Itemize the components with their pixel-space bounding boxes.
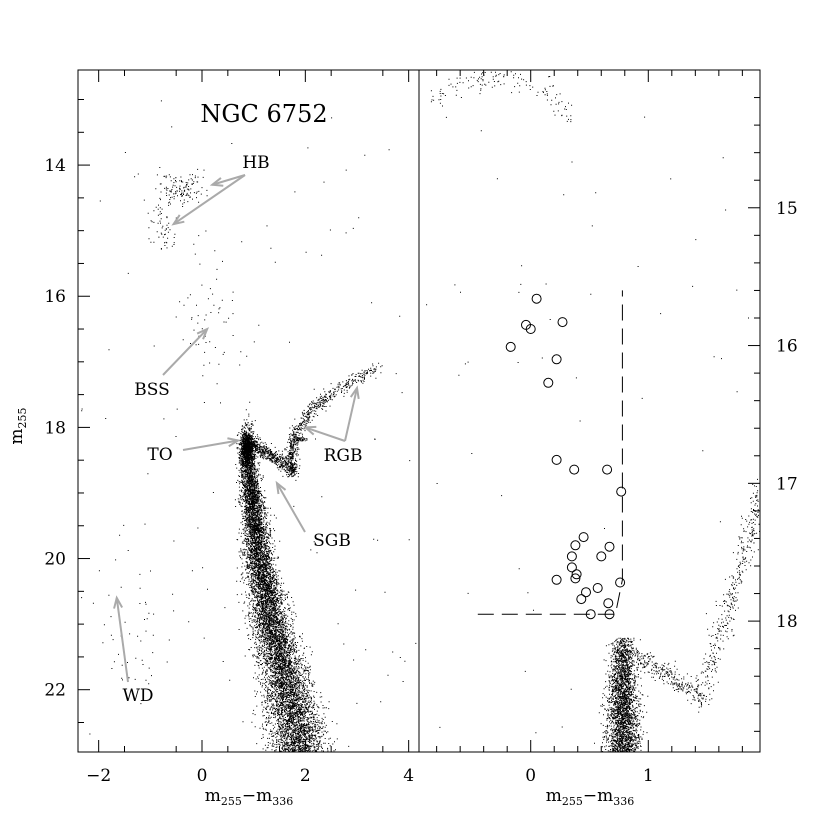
left-ytick-label: 22: [44, 681, 66, 701]
annotation-layer: [113, 174, 360, 683]
open-circle: [531, 293, 542, 304]
arrow-wd-head: [113, 595, 124, 609]
open-circle: [603, 598, 614, 609]
arrow-hb: [173, 174, 246, 225]
open-circle: [570, 573, 581, 584]
arrow-rgb-head: [349, 385, 360, 400]
left-ytick-label: 18: [44, 418, 66, 438]
selection-box: [477, 290, 623, 615]
label-bss: BSS: [134, 380, 170, 400]
right-ytick-label: 18: [776, 612, 798, 632]
label-to: TO: [147, 445, 172, 465]
left-panel-points: [81, 100, 417, 752]
open-circle: [566, 551, 577, 562]
open-circle: [581, 587, 591, 598]
label-wd: WD: [122, 686, 153, 706]
open-circle: [615, 577, 626, 588]
arrow-bss: [162, 328, 208, 376]
left-ytick-label: 14: [44, 156, 66, 176]
chart-title: NGC 6752: [200, 100, 327, 128]
right-ytick-label: 17: [776, 474, 798, 494]
open-circle: [551, 574, 562, 585]
arrow-hb-head: [209, 177, 224, 187]
label-hb: HB: [242, 153, 269, 173]
arrow-to: [182, 439, 239, 451]
open-circle: [602, 464, 613, 475]
open-circle: [551, 454, 562, 465]
left-star-points: [81, 100, 417, 752]
left-ytick-label: 20: [44, 550, 66, 570]
arrow-wd: [115, 597, 129, 683]
open-circle: [592, 583, 603, 593]
left-ytick-label: 16: [44, 287, 66, 307]
right-ytick-label: 15: [776, 199, 798, 219]
left-xtick-label: 4: [403, 766, 414, 786]
right-panel-points: [426, 71, 760, 753]
arrow-to-head: [227, 437, 241, 448]
right-star-points: [426, 71, 760, 753]
left-xtick-label: 0: [197, 766, 208, 786]
open-circle: [505, 341, 516, 352]
right-ytick-label: 16: [776, 337, 798, 357]
arrow-rgb-head: [302, 425, 317, 436]
y-axis-label: m255: [7, 407, 29, 444]
open-circle: [551, 354, 562, 365]
open-circle: [570, 540, 581, 551]
right-xtick-label: 1: [643, 766, 654, 786]
right-x-axis-label: m255−m336: [546, 786, 635, 808]
right-xtick-label: 0: [525, 766, 536, 786]
open-circle: [569, 464, 580, 475]
arrow-hb-head: [171, 214, 185, 226]
arrow-hb: [212, 174, 246, 186]
arrow-bss-head: [196, 327, 210, 340]
open-circle: [596, 551, 607, 562]
open-circle: [543, 377, 554, 388]
open-circle: [525, 324, 536, 334]
open-circle: [566, 562, 577, 573]
axes-layer: −2 0 2 4 14 16 18 20 22 0 1 15 16 17 18: [44, 70, 798, 786]
arrow-rgb: [305, 426, 346, 442]
open-circle-markers: [477, 290, 627, 620]
open-circle: [571, 569, 582, 580]
arrow-sgb: [276, 482, 306, 533]
left-x-axis-label: m255−m336: [205, 786, 294, 808]
open-circle: [557, 317, 568, 328]
arrow-sgb-head: [275, 480, 287, 495]
open-circle: [604, 541, 615, 552]
right-panel-frame: [418, 69, 761, 753]
left-xtick-label: −2: [86, 766, 111, 786]
arrow-rgb: [344, 387, 358, 442]
left-xtick-label: 2: [300, 766, 311, 786]
open-circle: [616, 486, 627, 497]
label-rgb: RGB: [324, 446, 363, 466]
open-circle: [578, 532, 589, 543]
label-sgb: SGB: [313, 531, 351, 551]
open-circle: [576, 594, 587, 605]
